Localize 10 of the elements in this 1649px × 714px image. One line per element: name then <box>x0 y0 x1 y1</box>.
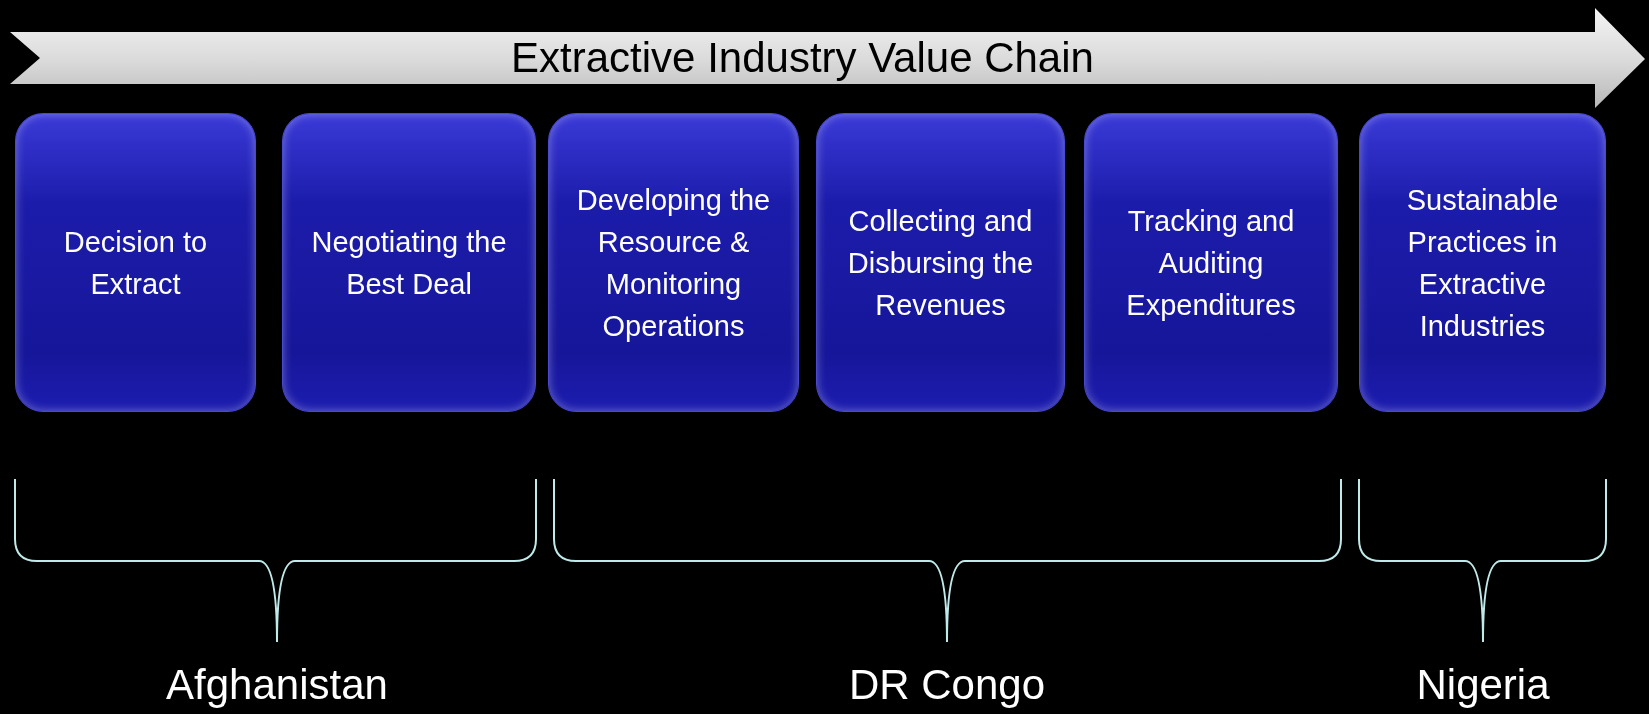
stage-box: Collecting and Disbursing the Revenues <box>816 113 1065 412</box>
stage-box: Tracking and Auditing Expenditures <box>1084 113 1338 412</box>
banner-title: Extractive Industry Value Chain <box>510 33 1095 83</box>
country-label: Afghanistan <box>166 660 388 710</box>
country-label: Nigeria <box>1416 660 1550 710</box>
stage-box: Negotiating the Best Deal <box>282 113 536 412</box>
country-label: DR Congo <box>848 660 1046 710</box>
stage-box: Decision to Extract <box>15 113 256 412</box>
stage-box: Developing the Resource & Monitoring Operations <box>548 113 799 412</box>
stage-box: Sustainable Practices in Extractive Industries <box>1359 113 1606 412</box>
